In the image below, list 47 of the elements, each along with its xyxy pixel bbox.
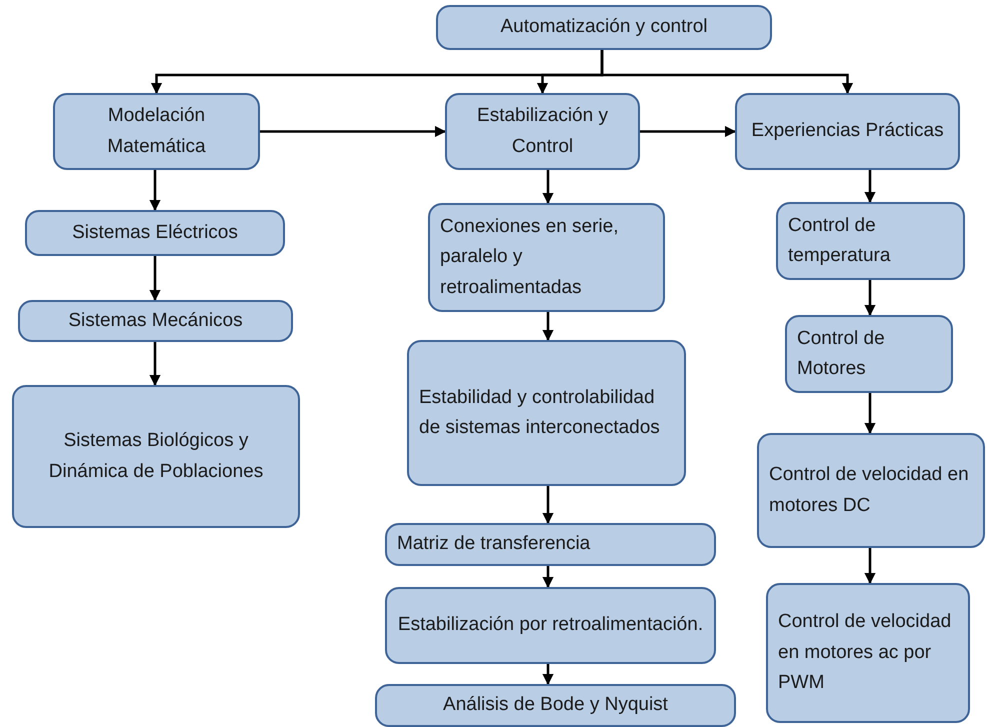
box-label: Control de Motores <box>797 326 886 381</box>
process-box <box>428 203 665 312</box>
arrow <box>149 170 161 212</box>
box-label: Sistemas Eléctricos <box>71 220 239 245</box>
arrow <box>542 664 554 686</box>
box-label: Matriz de transferencia <box>397 532 592 556</box>
box-label: Estabilización por retroalimentación. <box>397 613 704 638</box>
box-label: Conexiones en serie, paralelo y retroalimentadas <box>440 214 620 300</box>
process-box <box>385 587 716 664</box>
process-box <box>385 523 716 566</box>
process-box <box>25 210 285 256</box>
arrow <box>149 256 161 302</box>
process-box <box>12 385 300 528</box>
arrow <box>149 342 161 386</box>
process-box <box>436 5 772 50</box>
box-label: Modelación Matemática <box>106 104 207 158</box>
process-box <box>757 433 985 548</box>
box-label: Experiencias Prácticas <box>750 119 945 144</box>
arrow <box>864 548 876 584</box>
arrow <box>542 170 554 204</box>
process-box <box>375 684 736 727</box>
arrow <box>542 486 554 524</box>
box-label: Control de velocidad en motores ac por PWM <box>778 610 952 696</box>
process-box <box>785 315 953 393</box>
box-label: Estabilización y Control <box>476 104 609 158</box>
arrow <box>864 280 876 316</box>
process-box <box>776 202 965 280</box>
process-box <box>766 583 970 723</box>
arrow <box>864 393 876 434</box>
box-label: Control de temperatura <box>788 214 892 268</box>
arrow <box>542 312 554 342</box>
process-box <box>735 93 960 170</box>
process-box <box>445 93 640 170</box>
box-label: Análisis de Bode y Nyquist <box>442 693 669 718</box>
arrow <box>640 126 736 138</box>
arrow <box>864 170 876 204</box>
arrow <box>600 50 854 94</box>
process-box <box>18 300 293 342</box>
box-label: Automatización y control <box>500 15 708 40</box>
box-label: Sistemas Mecánicos <box>67 308 244 333</box>
arrow <box>260 126 446 138</box>
box-label: Sistemas Biológicos y Dinámica de Poblaciones <box>48 429 264 484</box>
arrow <box>542 566 554 588</box>
process-box <box>53 93 260 170</box>
process-box <box>407 340 686 486</box>
box-label: Control de velocidad en motores DC <box>769 463 970 518</box>
box-label: Estabilidad y controlabilidad de sistemas interconectados <box>419 386 661 440</box>
